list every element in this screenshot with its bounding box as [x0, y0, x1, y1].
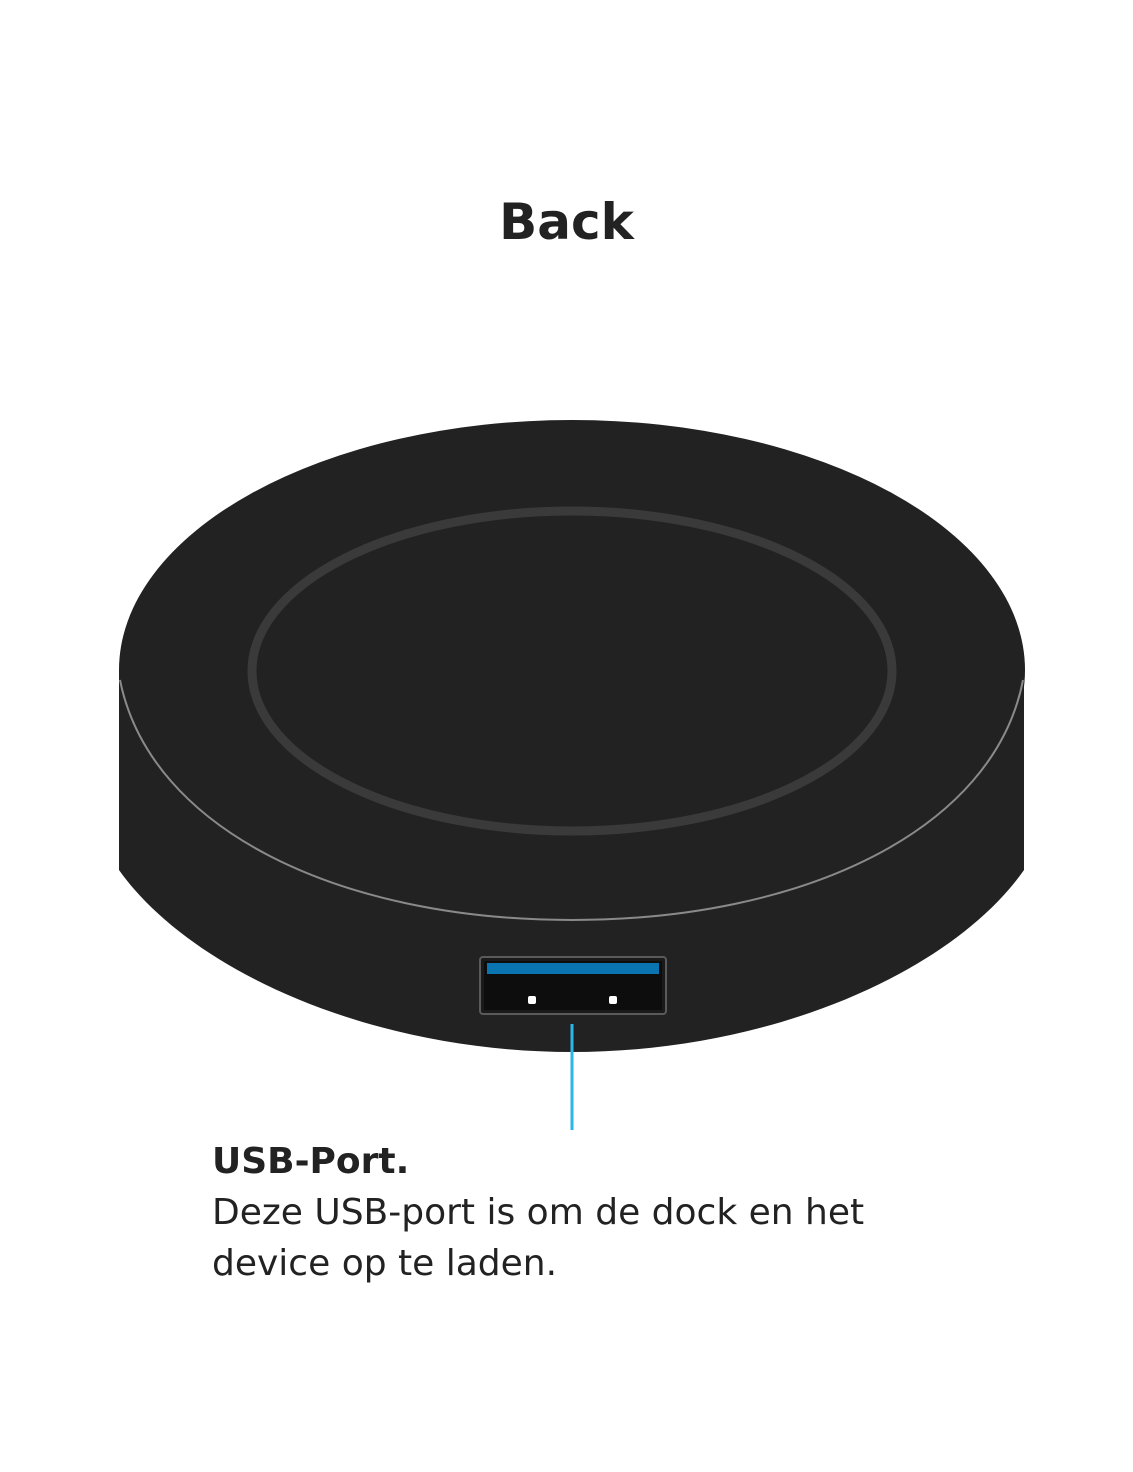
usb-port [479, 956, 667, 1015]
callout-title: USB-Port. [212, 1141, 410, 1182]
usb-port-callout: USB-Port. Deze USB-port is om de dock en… [212, 1136, 972, 1289]
usb-pin-left [528, 996, 536, 1004]
dock-top-surface [119, 420, 1025, 920]
callout-description: Deze USB-port is om de dock en het devic… [212, 1192, 865, 1284]
page-title: Back [499, 193, 634, 251]
usb-port-tongue [487, 963, 659, 974]
usb-pin-right [609, 996, 617, 1004]
charging-ring [247, 506, 897, 836]
dock-edge-highlight [119, 679, 1024, 922]
